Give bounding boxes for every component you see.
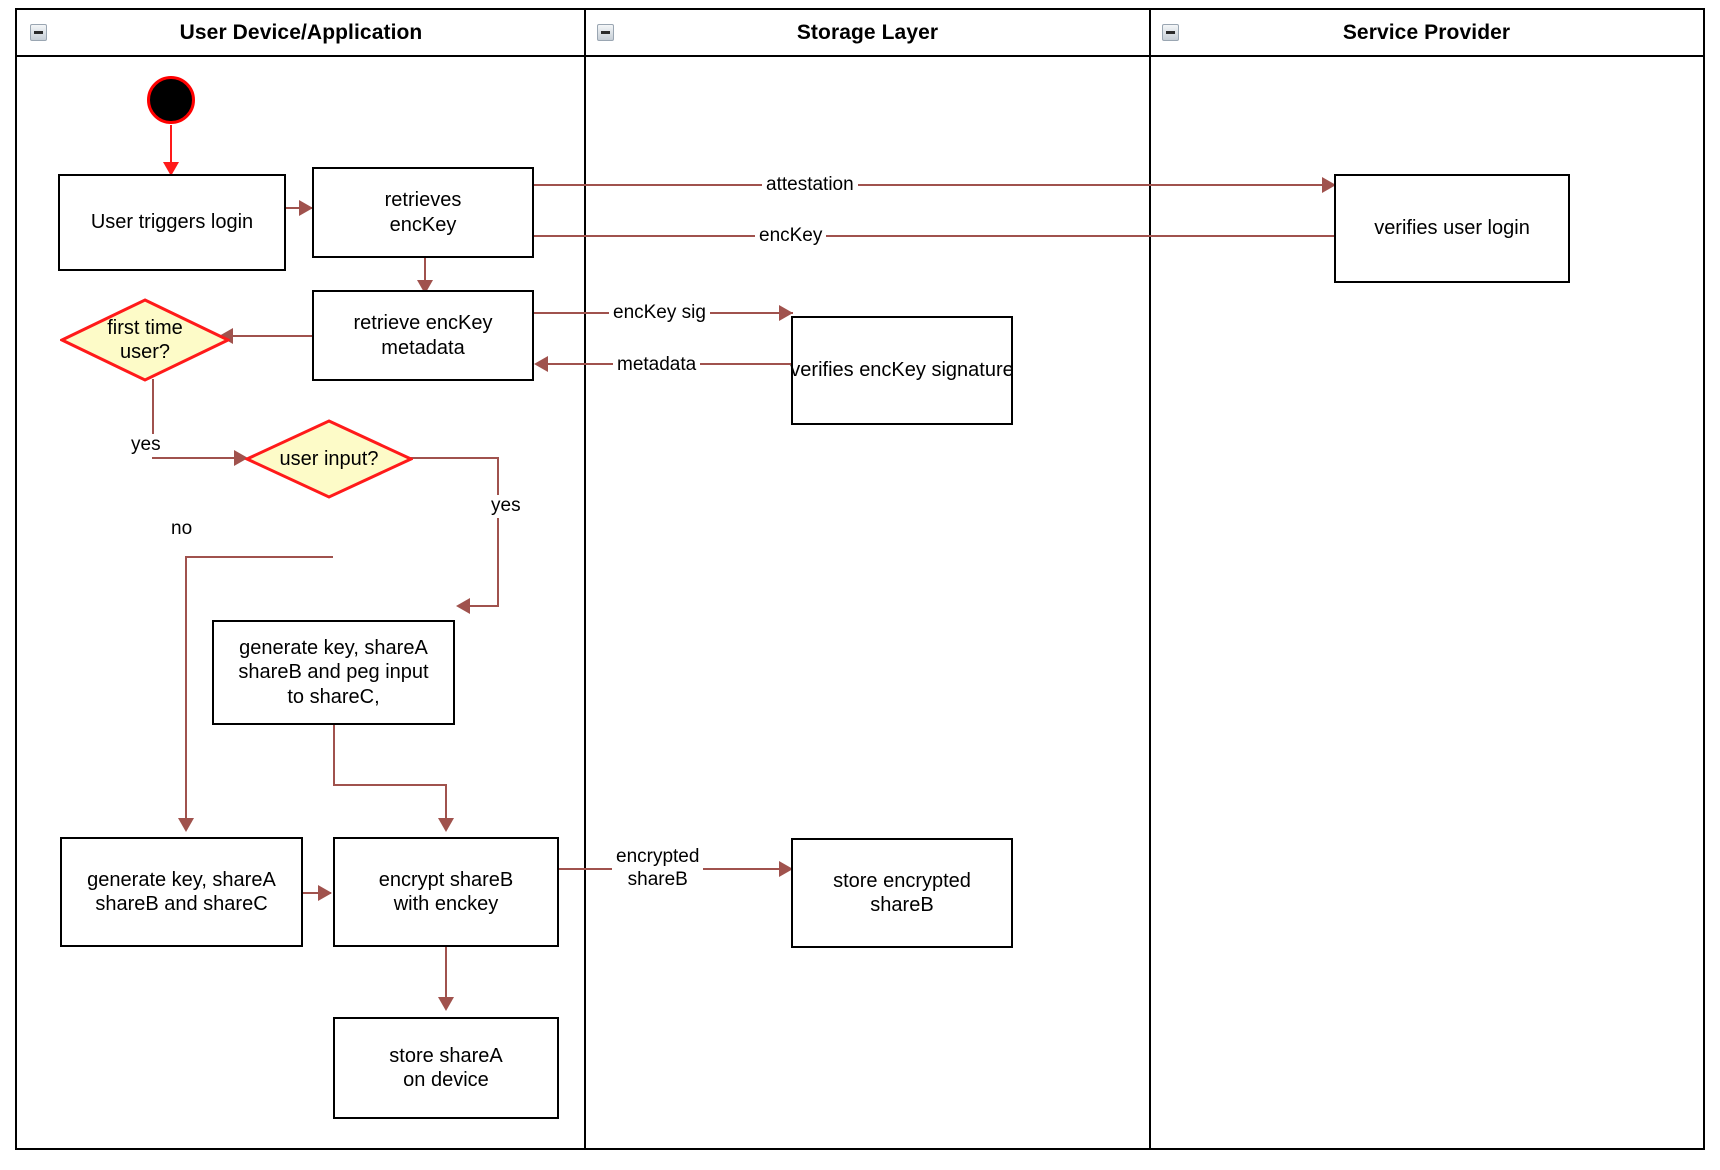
decision-user-input-shape xyxy=(245,419,413,499)
edge-label-encrypted-shareb-line2: shareB xyxy=(627,868,688,890)
activity-store-sharea-line1: store shareA xyxy=(389,1044,503,1067)
activity-user-triggers-login-label: User triggers login xyxy=(90,211,254,234)
edge-peg-to-encrypt-down1 xyxy=(333,725,335,785)
activity-store-encrypted-shareb-line1: store encrypted xyxy=(833,869,971,892)
decision-first-time-user-label: first time user? xyxy=(60,298,230,382)
activity-store-sharea-on-device[interactable]: store shareA on device xyxy=(333,1017,559,1119)
activity-retrieve-enckey-metadata-line1: retrieve encKey xyxy=(353,312,493,335)
edge-attestation-line xyxy=(533,184,1335,186)
edge-label-encrypted-shareb: encrypted shareB xyxy=(612,846,704,892)
activity-generate-key-peg-input-line1: generate key, shareA xyxy=(239,636,428,659)
edge-attestation-arrowhead xyxy=(1322,177,1336,193)
lane-header-storage-layer: Storage Layer xyxy=(585,10,1150,57)
decision-first-time-user[interactable]: first time user? xyxy=(60,298,230,382)
collapse-minus-icon-storage-layer[interactable] xyxy=(597,24,614,41)
decision-user-input[interactable]: user input? xyxy=(245,419,413,499)
edge-encrypt-to-storesharea-arrowhead xyxy=(438,997,454,1011)
swimlane-frame xyxy=(15,8,1705,1150)
activity-encrypt-shareb-line2: with enckey xyxy=(393,893,499,915)
initial-node-icon xyxy=(147,76,195,124)
activity-generate-key-peg-input-line2: shareB and peg input xyxy=(238,661,429,684)
activity-retrieve-enckey-metadata[interactable]: retrieve encKey metadata xyxy=(312,290,534,381)
activity-verifies-user-login-label: verifies user login xyxy=(1374,217,1530,240)
activity-store-encrypted-shareb[interactable]: store encrypted shareB xyxy=(791,838,1013,948)
lane-title-user-device: User Device/Application xyxy=(179,20,423,44)
edge-start-to-login xyxy=(170,125,172,170)
activity-generate-key-sharea-shareb-sharec[interactable]: generate key, shareA shareB and shareC xyxy=(60,837,303,947)
activity-store-encrypted-shareb-line2: shareB xyxy=(870,894,934,916)
lane-title-service-provider: Service Provider xyxy=(1342,20,1511,44)
collapse-minus-icon-service-provider[interactable] xyxy=(1162,24,1179,41)
decision-user-input-label: user input? xyxy=(279,448,379,470)
edge-abc-to-encrypt-arrowhead xyxy=(318,885,332,901)
activity-encrypt-shareb[interactable]: encrypt shareB with enckey xyxy=(333,837,559,947)
edge-label-attestation: attestation xyxy=(762,174,858,197)
activity-generate-key-abc-line2: shareB and shareC xyxy=(95,893,268,915)
edge-label-metadata: metadata xyxy=(613,354,701,377)
activity-generate-key-peg-input-line3: to shareC, xyxy=(287,685,380,708)
edge-metadata-return-arrowhead xyxy=(534,356,548,372)
lane-header-user-device: User Device/Application xyxy=(17,10,585,57)
activity-retrieves-enckey-line2: encKey xyxy=(389,213,457,236)
edge-firsttime-yes-vertical xyxy=(152,379,154,459)
edge-userinput-yes-vertical xyxy=(497,457,499,606)
activity-encrypt-shareb-line1: encrypt shareB xyxy=(378,868,514,891)
activity-retrieves-enckey[interactable]: retrieves encKey xyxy=(312,167,534,258)
decision-first-time-user-shape xyxy=(60,298,230,382)
edge-peg-to-encrypt-across xyxy=(333,784,447,786)
edge-label-yes-first-time: yes xyxy=(127,434,165,457)
lane-header-service-provider: Service Provider xyxy=(1150,10,1703,57)
lane-divider-1 xyxy=(584,10,586,1148)
edge-firsttime-yes-horizontal xyxy=(152,457,246,459)
edge-label-enckey-sig: encKey sig xyxy=(609,302,710,325)
activity-generate-key-peg-input[interactable]: generate key, shareA shareB and peg inpu… xyxy=(212,620,455,725)
edge-peg-to-encrypt-down2 xyxy=(445,784,447,824)
edge-encrypted-shareb-arrowhead xyxy=(779,861,793,877)
edge-userinput-yes-into-box xyxy=(468,605,499,607)
edge-peg-to-encrypt-arrowhead xyxy=(438,818,454,832)
decision-first-time-user-line1: first time xyxy=(107,317,183,339)
edge-userinput-no-arrowhead xyxy=(178,818,194,832)
lane-title-storage-layer: Storage Layer xyxy=(796,20,939,44)
activity-store-sharea-line2: on device xyxy=(403,1069,489,1091)
lane-divider-2 xyxy=(1149,10,1151,1148)
collapse-minus-icon-user-device[interactable] xyxy=(30,24,47,41)
edge-abc-to-encrypt xyxy=(303,892,331,894)
edge-enckey-line xyxy=(495,235,1335,237)
edge-userinput-yes-horizontal xyxy=(408,457,499,459)
edge-label-no-user-input: no xyxy=(167,518,197,541)
activity-user-triggers-login[interactable]: User triggers login xyxy=(58,174,286,271)
edge-label-encrypted-shareb-line1: encrypted xyxy=(616,846,700,867)
edge-enckeysig-arrowhead xyxy=(779,305,793,321)
edge-userinput-no-vertical xyxy=(185,556,187,824)
edge-encrypt-to-storesharea xyxy=(445,947,447,1002)
edge-label-yes-user-input: yes xyxy=(487,495,525,518)
activity-retrieve-enckey-metadata-line2: metadata xyxy=(381,336,465,359)
edge-login-to-retrieves-arrowhead xyxy=(299,200,313,216)
activity-verifies-enckey-signature[interactable]: verifies encKey signature xyxy=(790,316,1014,425)
edge-firsttime-yes-arrowhead xyxy=(234,450,248,466)
activity-retrieves-enckey-line1: retrieves xyxy=(384,189,462,212)
edge-userinput-no-horizontal xyxy=(185,556,333,558)
activity-verifies-user-login[interactable]: verifies user login xyxy=(1334,174,1570,283)
edge-start-to-login-arrowhead xyxy=(163,162,179,176)
activity-verifies-enckey-signature-label: verifies encKey signature xyxy=(790,359,1014,382)
edge-userinput-yes-arrowhead xyxy=(456,598,470,614)
edge-label-enckey: encKey xyxy=(755,225,827,248)
decision-first-time-user-line2: user? xyxy=(119,341,171,363)
activity-generate-key-abc-line1: generate key, shareA xyxy=(87,868,276,891)
edge-retrieves-to-metadata xyxy=(424,250,426,286)
